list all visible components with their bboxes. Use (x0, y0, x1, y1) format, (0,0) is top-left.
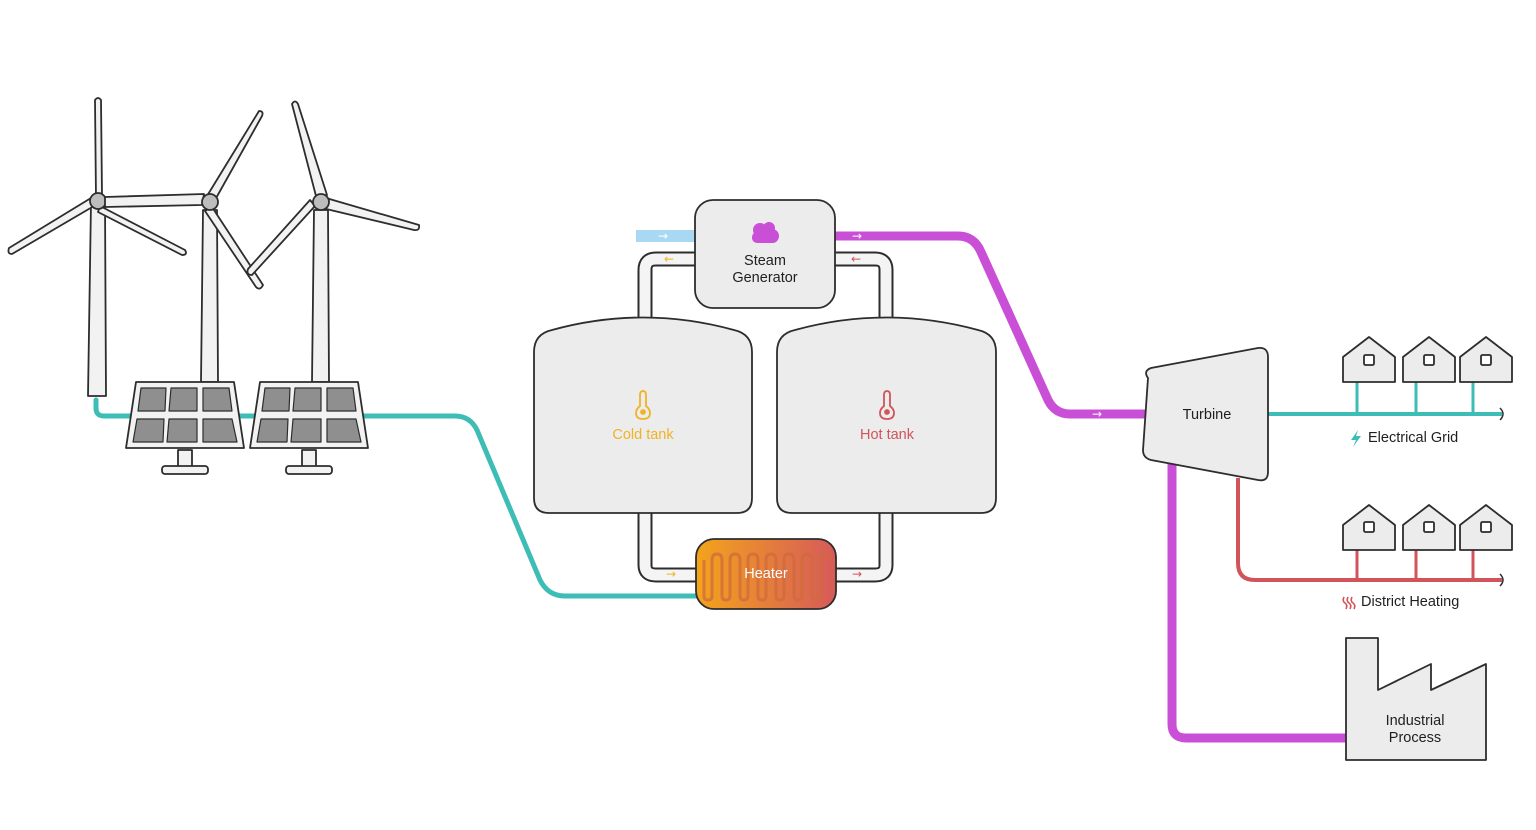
steam-line-to-turbine (827, 231, 1151, 419)
houses-district-heating (1342, 504, 1513, 551)
thermometer-icon (879, 390, 895, 420)
cloud-icon (752, 222, 779, 243)
houses-electrical (1342, 336, 1513, 383)
electrical-grid-house-links (1355, 382, 1475, 414)
industrial-process: Industrial Process (1345, 637, 1487, 761)
turbine: Turbine (1142, 347, 1269, 482)
flow-arrow-cold-return: ← (664, 252, 674, 266)
steam-generator: Steam Generator (694, 199, 836, 309)
flow-arrow-heater-to-hot: → (852, 567, 862, 581)
steam-generator-label-line1: Steam (744, 253, 786, 269)
cold-tank-label: Cold tank (612, 427, 674, 443)
line-end-cap (1499, 407, 1504, 421)
flow-arrow-water-in: → (658, 229, 668, 243)
steam-line-to-industry (1167, 462, 1348, 743)
house-icon (1342, 336, 1396, 383)
house-icon (1459, 504, 1513, 551)
district-heating-legend: District Heating (1342, 594, 1459, 610)
thermometer-icon (635, 390, 651, 420)
heat-waves-icon (1342, 596, 1356, 610)
house-icon (1402, 336, 1456, 383)
flow-arrow-steam-to-turbine: → (1092, 407, 1102, 421)
house-icon (1342, 504, 1396, 551)
wind-turbine-icon (246, 100, 421, 383)
district-heating-line (1236, 478, 1502, 582)
heater-coil (702, 552, 832, 602)
electric-line-to-heater (93, 397, 703, 599)
electrical-grid-label: Electrical Grid (1368, 430, 1458, 446)
solar-panels (125, 381, 369, 475)
hot-tank-label: Hot tank (860, 427, 915, 443)
cold-tank: Cold tank (533, 316, 753, 514)
house-icon (1459, 336, 1513, 383)
house-icon (1402, 504, 1456, 551)
heater: Heater (695, 538, 837, 610)
water-inlet-pipe (636, 230, 698, 242)
wind-turbine-icon (104, 110, 264, 383)
wind-turbine-icon (7, 97, 187, 397)
solar-panel-icon (125, 381, 245, 475)
district-heating-house-links (1355, 548, 1475, 580)
bolt-icon (1351, 430, 1361, 447)
flow-arrow-cold-to-heater: → (666, 567, 676, 581)
turbine-label: Turbine (1183, 407, 1232, 423)
flow-arrow-steam-out: → (852, 229, 862, 243)
wind-turbines (7, 97, 421, 397)
hot-tank: Hot tank (776, 316, 997, 514)
line-end-cap (1499, 573, 1504, 587)
industrial-process-label-line1: Industrial (1386, 713, 1445, 729)
electrical-grid-legend: Electrical Grid (1351, 430, 1458, 447)
solar-panel-icon (249, 381, 369, 475)
steam-generator-label-line2: Generator (732, 270, 797, 286)
heater-label: Heater (744, 566, 788, 582)
factory-icon (1345, 637, 1487, 761)
industrial-process-label-line2: Process (1389, 730, 1441, 746)
storage-loop-pipes (637, 251, 894, 583)
district-heating-label: District Heating (1361, 594, 1459, 610)
flow-arrow-hot-supply: ← (851, 252, 861, 266)
